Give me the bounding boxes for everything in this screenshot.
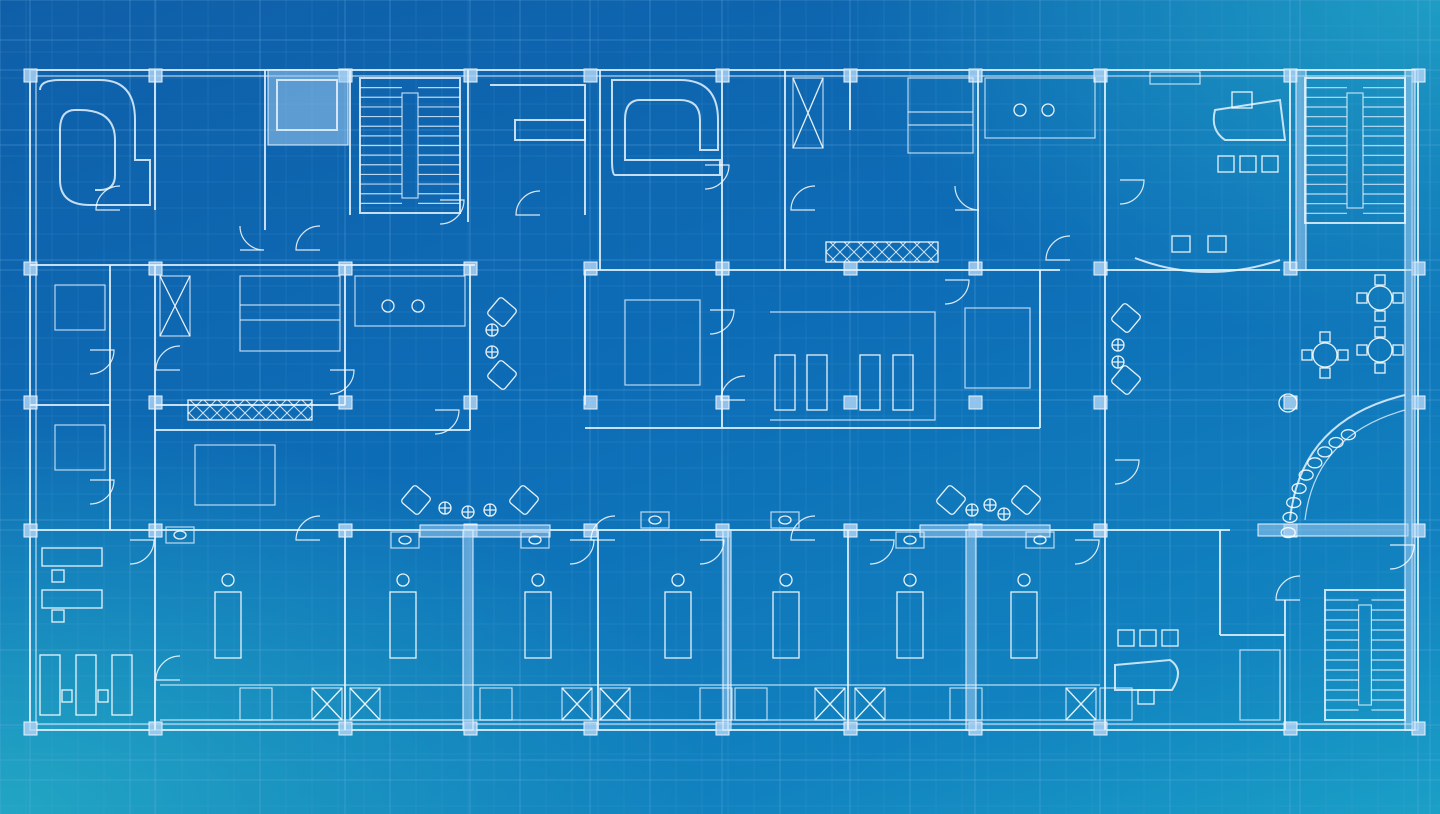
middle-room-furniture [54, 284, 1031, 506]
lounge-seating [401, 297, 1141, 521]
column [1093, 721, 1108, 736]
column [23, 721, 38, 736]
bottom-right-office [1114, 629, 1281, 721]
column [843, 721, 858, 736]
patient-beds [214, 573, 1038, 659]
staircase-top [359, 77, 461, 214]
column [583, 68, 598, 83]
elevator-shafts [159, 69, 824, 337]
column [1093, 68, 1108, 83]
door-swings [89, 164, 1415, 681]
storage-cabinets [239, 687, 1133, 721]
column [583, 721, 598, 736]
office-desk-top-right [1134, 71, 1287, 273]
service-ducts [187, 241, 939, 421]
restroom-fixtures [239, 77, 1096, 352]
column [463, 68, 478, 83]
curved-counters [39, 79, 721, 215]
column [23, 261, 38, 276]
column [968, 68, 983, 83]
staircase-right [1304, 77, 1406, 224]
column [1093, 395, 1108, 410]
column [1093, 261, 1108, 276]
column [23, 68, 38, 83]
staircase-bottom-right [1324, 589, 1406, 721]
reception-desk-right [1278, 393, 1406, 539]
column [583, 261, 598, 276]
column [23, 395, 38, 410]
bottom-left-lounge [39, 547, 133, 716]
cafe-tables [1301, 274, 1404, 379]
wash-basins [165, 511, 1055, 549]
column [968, 261, 983, 276]
column [968, 395, 983, 410]
column [843, 261, 858, 276]
column [843, 395, 858, 410]
